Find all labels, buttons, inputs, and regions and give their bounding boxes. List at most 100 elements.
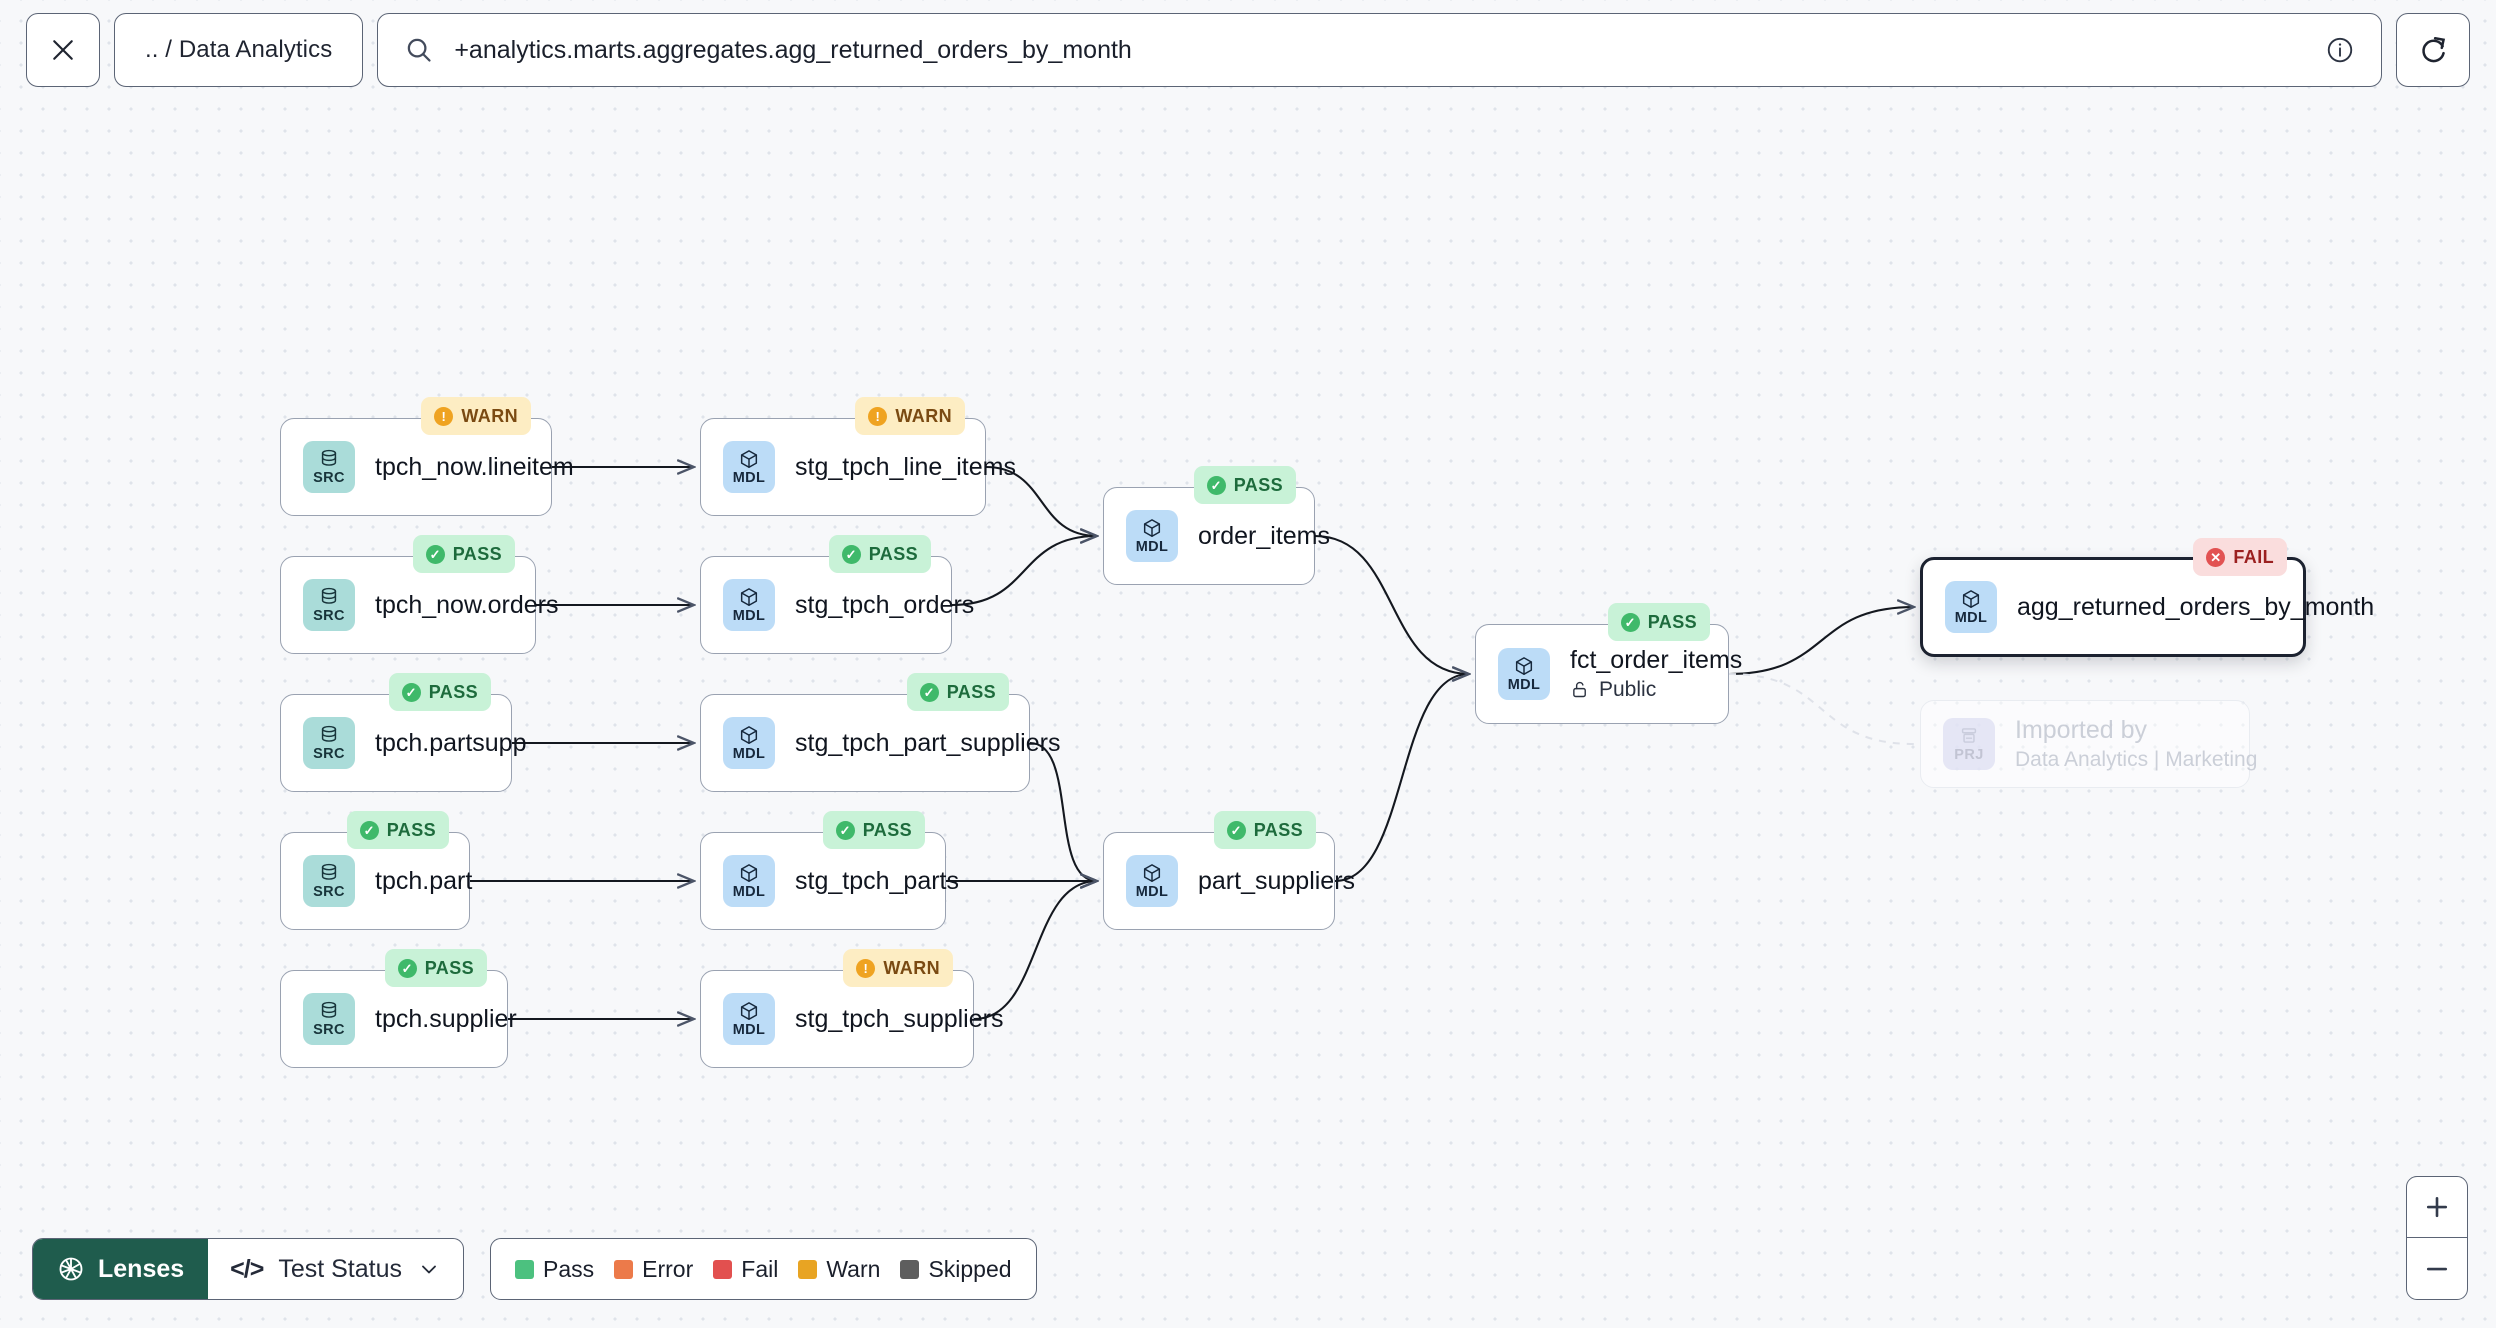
node-title: tpch_now.lineitem — [375, 452, 574, 481]
refresh-button[interactable] — [2396, 13, 2470, 87]
edge-order_items-to-fct_order_items — [1314, 534, 1469, 674]
search-bar[interactable]: +analytics.marts.aggregates.agg_returned… — [377, 13, 2382, 87]
lenses-label: Lenses — [98, 1254, 185, 1283]
legend-item-fail[interactable]: Fail — [713, 1256, 778, 1283]
node-kind-label: PRJ — [1954, 747, 1984, 764]
cube-glyph — [1962, 590, 1980, 609]
legend-label: Error — [642, 1255, 694, 1282]
cube-glyph — [740, 588, 758, 607]
status-badge-label: PASS — [424, 957, 474, 978]
test-status-dropdown[interactable]: </> Test Status — [208, 1239, 463, 1299]
node-text: tpch.partsupp — [375, 729, 527, 758]
node-type-chip-mdl: MDL — [1498, 648, 1550, 700]
project-icon — [1958, 725, 1980, 747]
node-type-chip-mdl: MDL — [723, 993, 775, 1045]
zoom-out-button[interactable] — [2407, 1238, 2467, 1299]
cube-icon — [738, 724, 760, 746]
status-dot-icon: ✓ — [1226, 820, 1246, 840]
node-type-chip-mdl: MDL — [1126, 510, 1178, 562]
graph-node-tpch_supplier[interactable]: SRC tpch.supplier ✓ PASS — [280, 949, 517, 1068]
status-badge-label: PASS — [1233, 474, 1283, 495]
cube-icon — [738, 862, 760, 884]
graph-node-tpch_now_lineitem[interactable]: SRC tpch_now.lineitem !WARN — [280, 397, 574, 516]
database-icon — [318, 724, 340, 746]
node-text: part_suppliers — [1198, 867, 1355, 896]
status-badge-pass: ✓PASS — [388, 673, 491, 711]
legend-item-skipped[interactable]: Skipped — [900, 1256, 1012, 1283]
node-type-chip-src: SRC — [303, 579, 355, 631]
legend-item-warn[interactable]: Warn — [798, 1256, 880, 1283]
node-kind-label: MDL — [1507, 677, 1541, 694]
node-kind-label: SRC — [313, 470, 345, 487]
breadcrumb[interactable]: .. / Data Analytics — [114, 13, 364, 87]
node-kind-label: MDL — [1954, 610, 1988, 627]
cube-icon — [1141, 517, 1163, 539]
node-type-chip-mdl: MDL — [723, 855, 775, 907]
cube-icon — [1141, 862, 1163, 884]
status-badge-pass: ✓PASS — [1607, 603, 1710, 641]
node-kind-label: SRC — [313, 1022, 345, 1039]
node-type-chip-mdl: MDL — [1126, 855, 1178, 907]
lens-control-group: Lenses </> Test Status — [32, 1238, 464, 1300]
cube-icon — [738, 1000, 760, 1022]
cube-glyph — [740, 726, 758, 745]
database-icon — [318, 1000, 340, 1022]
node-title: stg_tpch_part_suppliers — [795, 728, 1061, 757]
status-dot-icon: ✓ — [1206, 475, 1226, 495]
node-type-chip-mdl: MDL — [723, 579, 775, 631]
cube-icon — [1513, 655, 1535, 677]
status-badge-warn: !WARN — [855, 397, 965, 435]
cube-glyph — [740, 864, 758, 883]
node-kind-label: MDL — [1135, 539, 1169, 556]
node-title: agg_returned_orders_by_month — [2017, 592, 2375, 621]
status-badge-warn: !WARN — [421, 397, 531, 435]
status-badge-pass: ✓ PASS — [384, 949, 487, 987]
legend-label: Pass — [543, 1255, 595, 1282]
status-dot-icon: ✓ — [1620, 612, 1640, 632]
bottom-toolbar: Lenses </> Test Status Pass Error Fail Warn… — [32, 1238, 1037, 1300]
graph-node-tpch_partsupp[interactable]: SRC tpch.partsupp ✓PASS — [280, 673, 527, 792]
status-dot-icon: ✓ — [397, 958, 417, 978]
node-type-chip-src: SRC — [303, 855, 355, 907]
database-glyph — [321, 864, 337, 881]
node-title: stg_tpch_line_items — [795, 452, 1016, 481]
node-kind-label: MDL — [732, 608, 766, 625]
close-button[interactable] — [26, 13, 100, 87]
top-toolbar: .. / Data Analytics +analytics.marts.agg… — [0, 0, 2496, 100]
breadcrumb-label: .. / Data Analytics — [145, 36, 333, 63]
refresh-icon — [2422, 37, 2446, 63]
legend-item-pass[interactable]: Pass — [515, 1256, 594, 1283]
status-badge-label: FAIL — [2233, 546, 2274, 567]
node-text: stg_tpch_part_suppliers — [795, 728, 1061, 758]
status-badge-label: WARN — [883, 957, 940, 978]
node-title: tpch.supplier — [375, 1004, 517, 1033]
search-input[interactable]: +analytics.marts.aggregates.agg_returned… — [454, 35, 1132, 64]
node-kind-label: SRC — [313, 746, 345, 763]
node-text: tpch.supplier — [375, 1004, 517, 1034]
node-type-chip-prj: PRJ — [1943, 718, 1995, 770]
zoom-in-button[interactable] — [2407, 1177, 2467, 1238]
chevron-down-icon — [422, 1265, 436, 1274]
lenses-button[interactable]: Lenses — [33, 1239, 209, 1299]
edge-stg_tpch_line_items-to-order_items — [985, 465, 1097, 536]
legend-item-error[interactable]: Error — [614, 1256, 693, 1283]
status-dot-icon: ✓ — [425, 544, 445, 564]
info-icon[interactable] — [2325, 35, 2355, 65]
legend-label: Fail — [741, 1255, 779, 1282]
status-badge-label: PASS — [946, 681, 996, 702]
node-type-chip-mdl: MDL — [1945, 581, 1997, 633]
